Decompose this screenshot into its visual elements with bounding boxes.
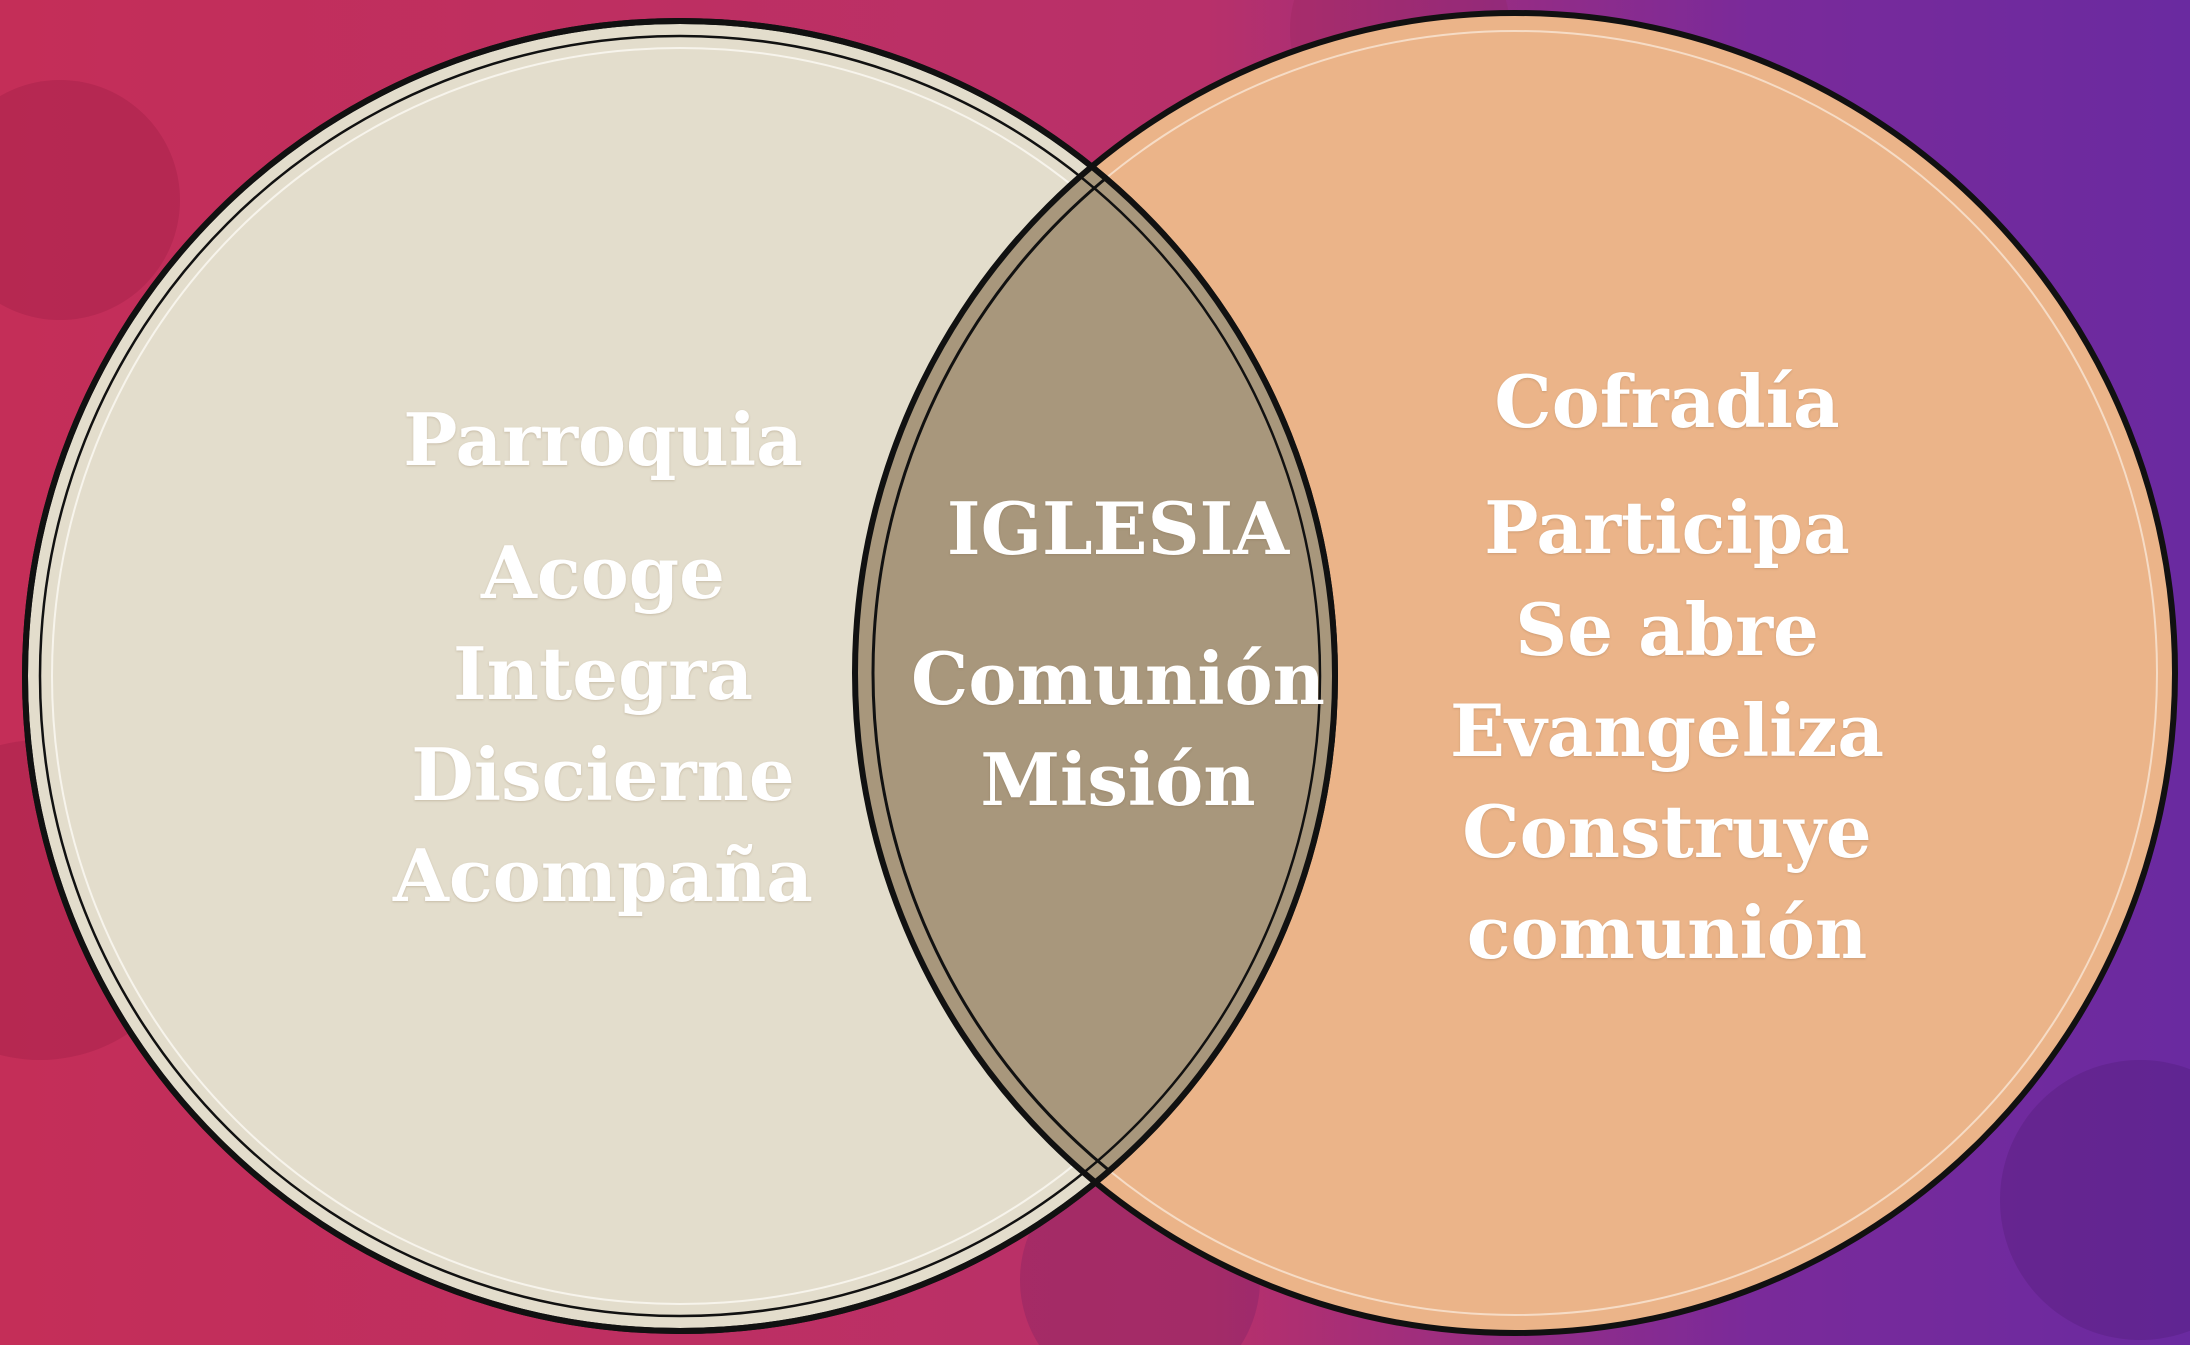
left-circle-item-4: Acompaña <box>393 833 813 918</box>
left-circle-item-1: Acoge <box>481 530 725 615</box>
left-circle-outline <box>22 18 1338 1334</box>
right-circle-item-5: comunión <box>1466 890 1868 975</box>
left-circle-title: Parroquia <box>403 397 803 482</box>
left-circle-outline-inner <box>38 34 1322 1318</box>
intersection-area <box>852 21 1335 1331</box>
intersection-item-1: Comunión <box>911 636 1325 721</box>
right-circle-title: Cofradía <box>1494 359 1840 444</box>
left-circle-item-2: Integra <box>452 631 754 716</box>
right-circle-item-3: Evangeliza <box>1449 688 1885 773</box>
left-circle-item-3: Discierne <box>411 732 795 817</box>
right-circle-item-4: Construye <box>1462 789 1872 874</box>
right-circle-item-2: Se abre <box>1515 587 1819 672</box>
intersection-title: IGLESIA <box>946 486 1290 571</box>
right-circle-item-1: Participa <box>1484 485 1850 570</box>
intersection-item-2: Misión <box>980 737 1256 822</box>
